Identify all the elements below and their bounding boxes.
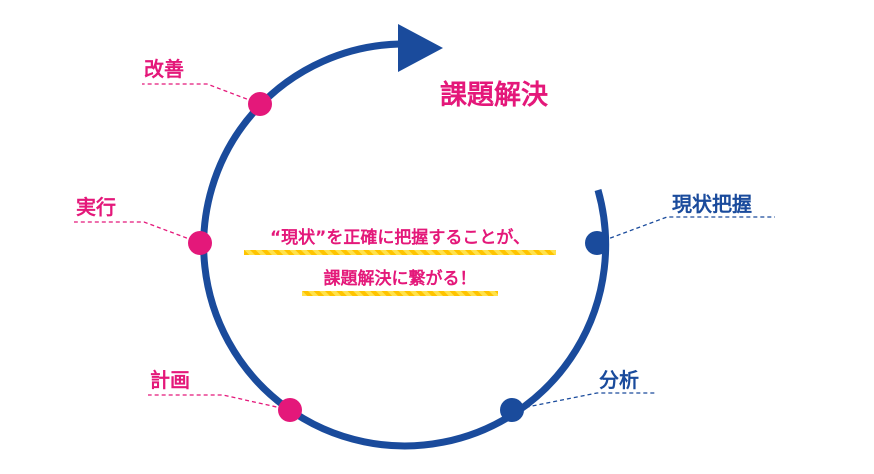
leader-current-state: [596, 216, 775, 244]
dot-improve: [248, 92, 272, 116]
dot-analysis: [500, 398, 524, 422]
highlight-bar-2: [302, 291, 498, 296]
label-analysis: 分析: [599, 368, 639, 392]
label-improve: 改善: [144, 57, 184, 81]
highlight-bar-1: [244, 250, 556, 255]
leader-plan: [148, 394, 291, 411]
dot-plan: [278, 398, 302, 422]
arrow-head: [398, 24, 443, 72]
dot-current-state: [585, 231, 609, 255]
leader-execute: [74, 221, 201, 244]
leader-improve: [142, 83, 261, 105]
leader-lines: [74, 83, 775, 411]
label-execute: 実行: [76, 195, 116, 219]
leader-analysis: [511, 392, 655, 411]
message-line-1: “現状”を正確に把握することが、: [270, 227, 530, 248]
dot-execute: [188, 231, 212, 255]
goal-label: 課題解決: [440, 79, 549, 111]
label-current-state: 現状把握: [672, 192, 752, 216]
message-line-2: 課題解決に繋がる！: [324, 268, 477, 289]
label-plan: 計画: [150, 368, 190, 392]
